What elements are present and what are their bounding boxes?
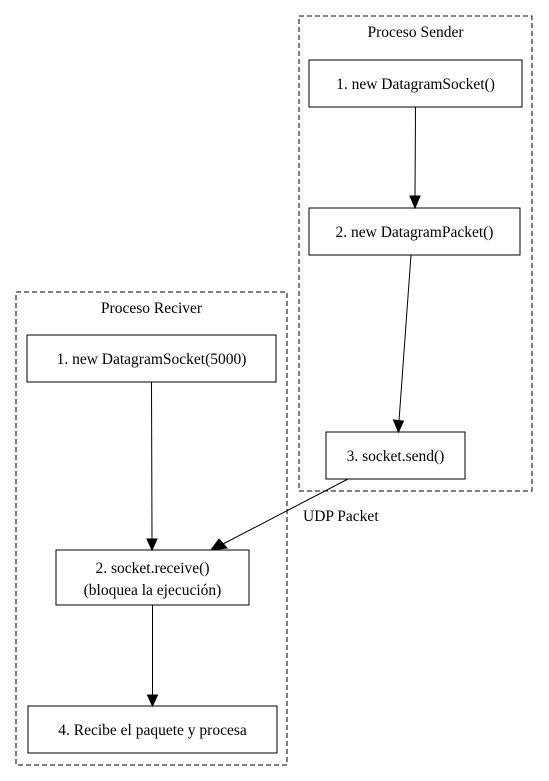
node-receiver-socket-label: 1. new DatagramSocket(5000) xyxy=(57,351,247,368)
node-sender-packet-label: 2. new DatagramPacket() xyxy=(336,224,494,241)
node-sender-send-label: 3. socket.send() xyxy=(347,448,445,465)
node-receiver-receive-line2: (bloquea la ejecución) xyxy=(84,582,222,599)
cluster-sender-label: Proceso Sender xyxy=(368,24,465,41)
cluster-receiver-border xyxy=(15,291,288,766)
node-receiver-socket: 1. new DatagramSocket(5000) xyxy=(26,334,277,383)
node-receiver-receive-line1: 2. socket.receive() xyxy=(95,560,209,577)
node-receiver-process-label: 4. Recibe el paquete y procesa xyxy=(58,722,247,739)
node-sender-packet: 2. new DatagramPacket() xyxy=(308,207,521,256)
edge-udp-packet-line xyxy=(222,478,349,545)
edge-udp-packet: UDP Packet xyxy=(209,478,379,551)
cluster-sender: Proceso Sender xyxy=(298,15,533,492)
edge-receive-to-process xyxy=(146,605,159,708)
edge-socket-to-packet xyxy=(409,106,421,210)
node-receiver-socket-box xyxy=(26,334,277,383)
edge-udp-packet-arrowhead xyxy=(209,538,229,551)
node-sender-socket-box xyxy=(308,59,523,108)
cluster-receiver: Proceso Reciver xyxy=(15,291,288,766)
edge-socket-to-receive-arrowhead xyxy=(146,538,158,552)
cluster-sender-border xyxy=(298,15,533,492)
node-sender-socket-label: 1. new DatagramSocket() xyxy=(336,76,495,93)
node-sender-socket: 1. new DatagramSocket() xyxy=(308,59,523,108)
edge-udp-packet-label: UDP Packet xyxy=(303,508,379,525)
node-sender-send: 3. socket.send() xyxy=(325,431,466,480)
edge-socket-to-receive-line xyxy=(151,381,153,540)
edge-socket-to-packet-arrowhead xyxy=(409,195,421,210)
edge-packet-to-send xyxy=(392,254,412,434)
edge-packet-to-send-arrowhead xyxy=(392,419,405,434)
node-sender-packet-box xyxy=(308,207,521,256)
edge-socket-to-packet-line xyxy=(414,106,416,198)
edge-socket-to-receive xyxy=(146,381,158,552)
edge-packet-to-send-line xyxy=(398,254,412,422)
edge-receive-to-process-arrowhead xyxy=(146,694,159,708)
node-receiver-process: 4. Recibe el paquete y procesa xyxy=(27,705,278,754)
node-receiver-receive: 2. socket.receive() (bloquea la ejecució… xyxy=(55,549,250,606)
node-sender-send-box xyxy=(325,431,466,480)
cluster-receiver-label: Proceso Reciver xyxy=(101,300,203,317)
